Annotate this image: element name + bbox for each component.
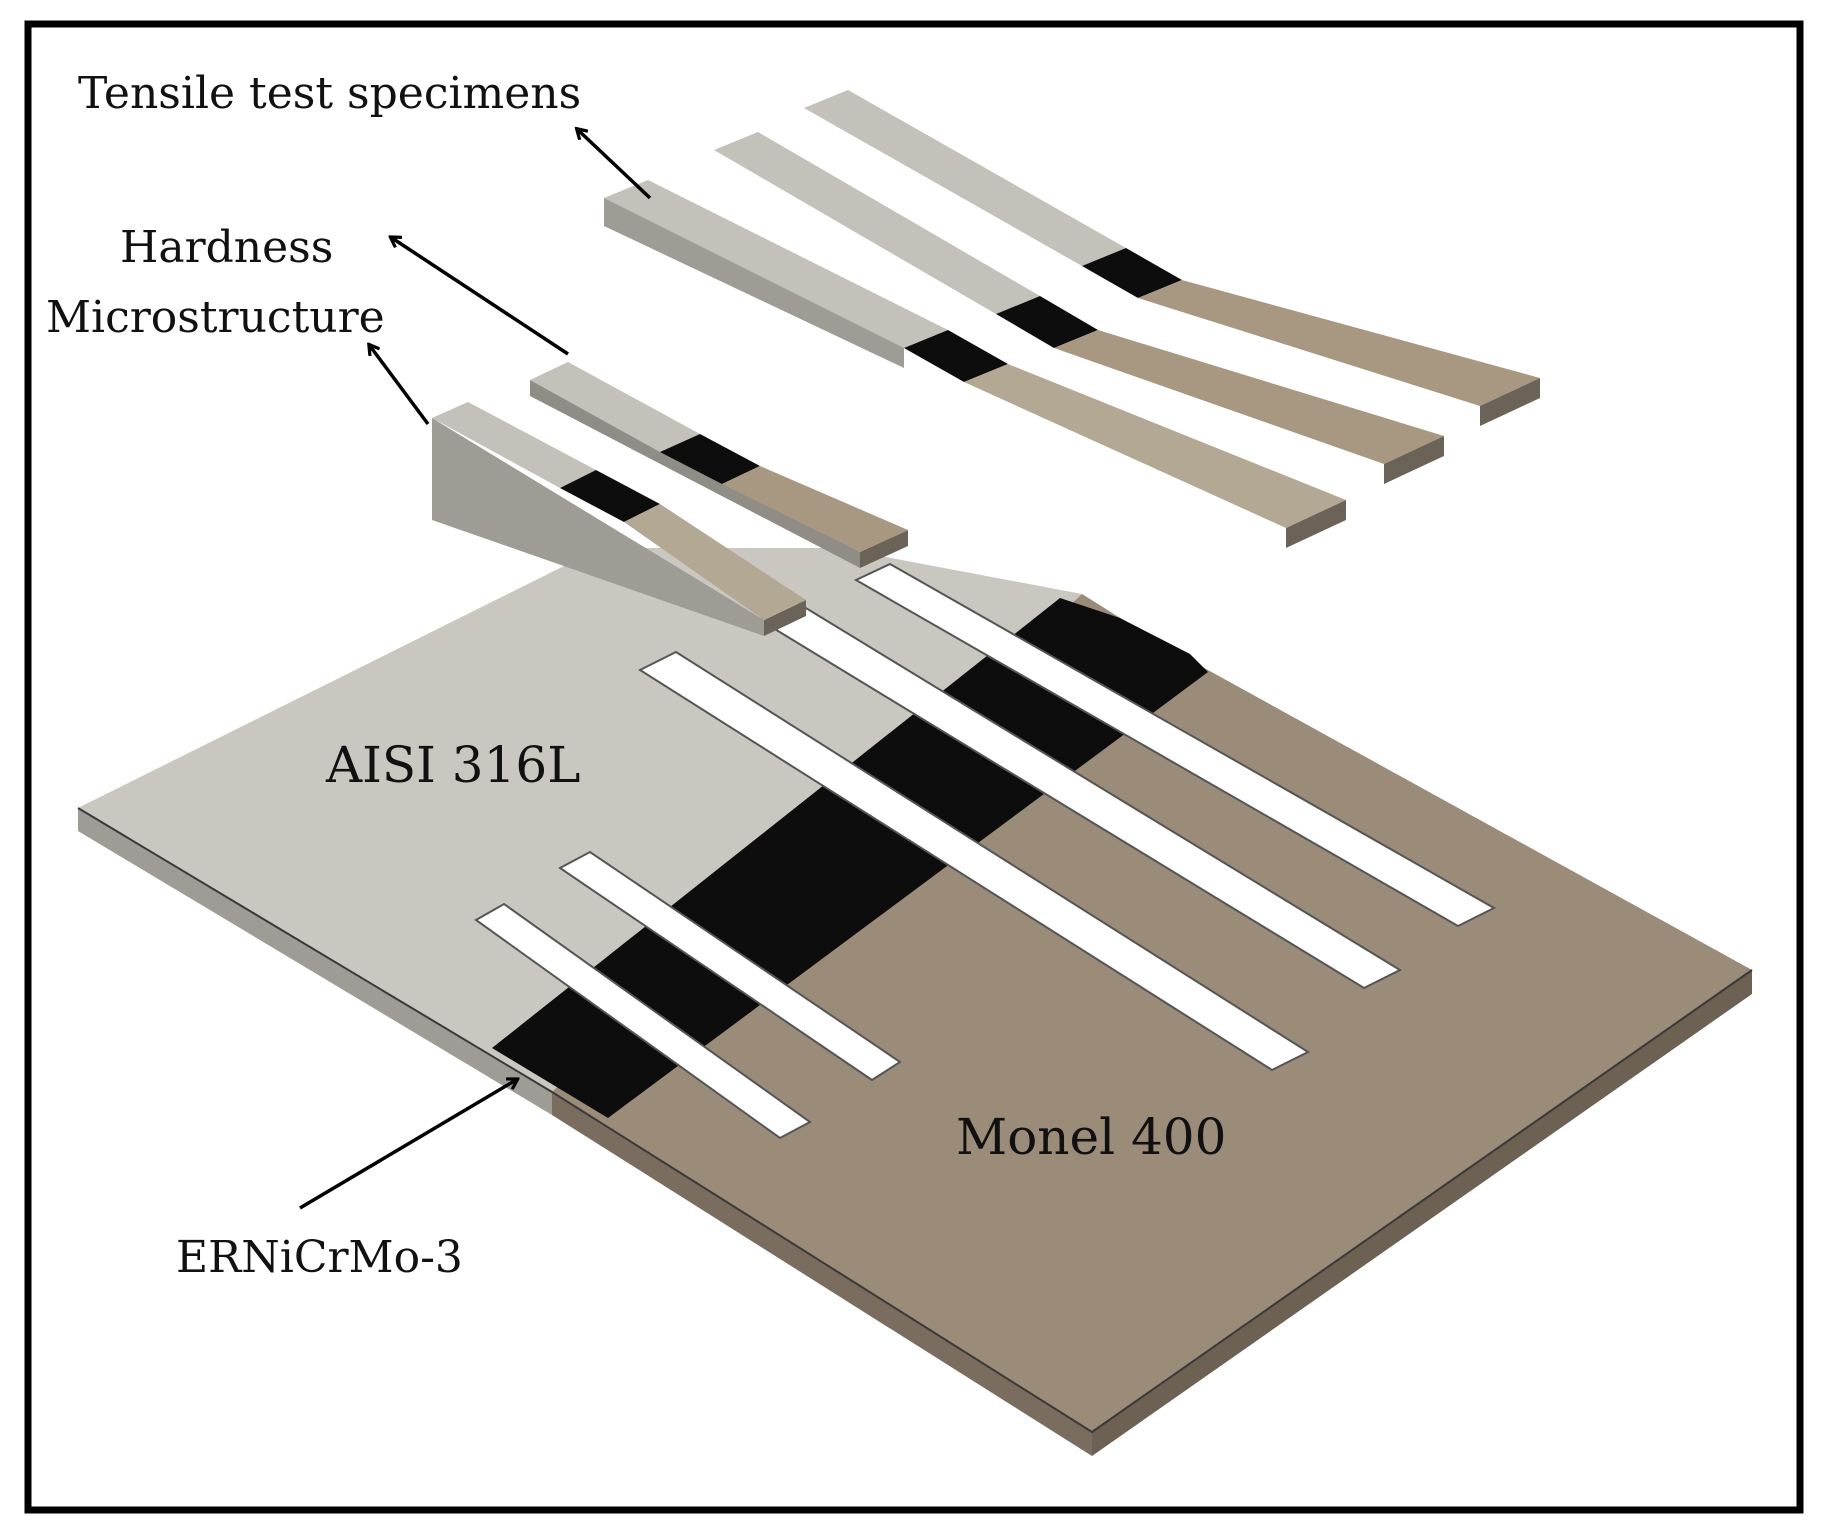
tensile-specimen-weld (996, 296, 1098, 348)
tensile-specimen-top-steel (714, 132, 1040, 314)
tensile-specimen-side (1286, 500, 1346, 548)
hardness-arrow (392, 238, 569, 356)
hardness-bar-top-steel (530, 362, 700, 452)
plate-front-face-monel (552, 1092, 1092, 1456)
micro-bar-top-steel (432, 402, 596, 488)
micro-bar-end (764, 600, 806, 636)
tensile-specimen-side (1384, 436, 1444, 484)
microstructure-arrow (370, 346, 430, 426)
plate-weld-bead (492, 598, 1208, 1118)
plate-front-face-steel (78, 808, 552, 1115)
tensile-specimen-side (1480, 378, 1540, 426)
hardness-bar-side (530, 380, 860, 568)
plate-slot (853, 562, 1497, 928)
label-aisi-316l: AISI 316L (326, 736, 581, 794)
tensile-specimen-weld (904, 330, 1008, 382)
tensile-arrow (578, 130, 652, 200)
hardness-microstructure-specimens (432, 362, 908, 636)
micro-bar-top-monel (624, 504, 806, 620)
plate-slot (637, 650, 1311, 1072)
hardness-bar-end (860, 530, 908, 568)
tensile-specimen-top-steel (804, 90, 1126, 266)
hardness-bar-top-monel (722, 466, 908, 552)
label-microstructure: Microstructure (46, 292, 385, 343)
tensile-specimens (604, 90, 1540, 548)
plate-slot (558, 850, 902, 1082)
plate-right-face-monel (1092, 970, 1752, 1456)
label-hardness: Hardness (120, 222, 334, 273)
micro-bar-weld (560, 470, 660, 522)
plate-top-monel-400 (552, 594, 1752, 1432)
tensile-specimen-top-steel (604, 180, 948, 348)
tensile-specimen-top-monel (1054, 330, 1444, 464)
tensile-specimen-weld (1082, 248, 1182, 298)
tensile-specimen-top-monel (964, 364, 1346, 528)
label-monel-400: Monel 400 (956, 1108, 1227, 1166)
filler-arrow (299, 1080, 516, 1210)
tensile-specimen-top-monel (1138, 280, 1540, 406)
micro-bar-side (432, 418, 764, 636)
plate-slot (474, 902, 812, 1140)
hardness-bar-weld (660, 434, 760, 484)
label-tensile-test-specimens: Tensile test specimens (78, 68, 582, 119)
tensile-specimen-side-steel (604, 198, 904, 368)
plate-top-aisi-316l (78, 548, 1082, 1092)
base-plate (77, 548, 1753, 1456)
plate-outline (77, 807, 1753, 1434)
label-ernicrmo-3: ERNiCrMo-3 (176, 1232, 463, 1283)
